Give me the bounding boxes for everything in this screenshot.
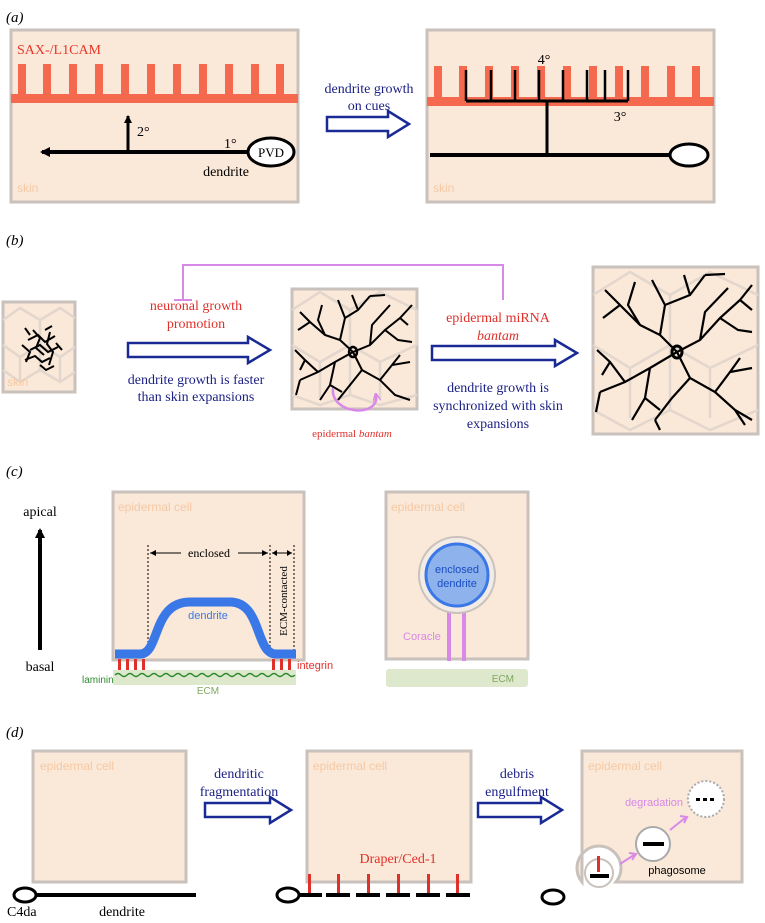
apical-label: apical bbox=[23, 505, 57, 520]
pvd-label: PVD bbox=[258, 145, 284, 160]
panel-d-label: (d) bbox=[6, 725, 24, 741]
ecm-bar-left bbox=[113, 670, 296, 685]
enclosed-dendrite-label-2: dendrite bbox=[437, 578, 477, 590]
dendrite-c bbox=[115, 597, 296, 659]
faster-text-2: than skin expansions bbox=[138, 390, 255, 405]
ecm-label-left: ECM bbox=[197, 686, 219, 697]
arrow-text-a-2: on cues bbox=[348, 99, 390, 114]
promo-text-1: neuronal growth bbox=[150, 299, 242, 314]
mirna-text-1: epidermal miRNA bbox=[446, 311, 551, 326]
panel-d: (d) epidermal cell C4da dendrite dendrit… bbox=[6, 725, 744, 920]
panel-a: (a) SAX-/L1CAM 2° 1° PVD dendrite skin d… bbox=[6, 10, 716, 204]
arrow-d1 bbox=[203, 794, 294, 826]
branch-2-label: 2° bbox=[137, 125, 150, 140]
sync-text-3: expansions bbox=[467, 417, 529, 432]
branch-3-label: 3° bbox=[614, 110, 627, 125]
coracle-label: Coracle bbox=[403, 631, 441, 643]
basal-label: basal bbox=[26, 660, 55, 675]
engulf-text-2: engulfment bbox=[485, 785, 549, 800]
panel-c: (c) apical basal epidermal cell enclosed… bbox=[6, 464, 530, 697]
epidermal-cell-label-d3: epidermal cell bbox=[588, 759, 662, 773]
arrow-to-phagosome bbox=[619, 852, 638, 865]
draper-d3 bbox=[597, 856, 600, 872]
promo-text-2: promotion bbox=[167, 317, 225, 332]
frag-text-1: dendritic bbox=[214, 767, 264, 782]
panel-b: (b) skin neuronal growth promotion dendr… bbox=[1, 233, 760, 440]
sax-comb-left bbox=[11, 64, 298, 103]
epidermal-bantam-label: epidermal bantam bbox=[312, 428, 392, 440]
skin-box-left bbox=[9, 28, 300, 204]
degradation-label: degradation bbox=[625, 797, 683, 809]
sax-label: SAX-/L1CAM bbox=[17, 43, 102, 58]
dendrite-fragments bbox=[298, 893, 470, 897]
c4da-label: C4da bbox=[7, 905, 37, 920]
epidermal-cell-d1 bbox=[31, 749, 188, 884]
c4da-cell-body bbox=[12, 886, 38, 904]
fragment-in-phagosome bbox=[643, 842, 664, 846]
arrow-b1 bbox=[126, 334, 273, 366]
epidermal-cell-label-d2: epidermal cell bbox=[313, 759, 387, 773]
dendrite-label-a: dendrite bbox=[203, 165, 249, 180]
ecm-label-right: ECM bbox=[492, 674, 514, 685]
epidermal-cell-c-left bbox=[111, 490, 306, 662]
skin-label-b: skin bbox=[7, 375, 28, 389]
skin-box-right bbox=[425, 28, 716, 204]
coracle-right bbox=[462, 605, 466, 661]
frag-text-2: fragmentation bbox=[200, 785, 279, 800]
epidermal-cell-label-c-left: epidermal cell bbox=[118, 500, 192, 514]
ecm-contacted-arrowheads bbox=[272, 550, 292, 556]
faster-text-1: dendrite growth is faster bbox=[128, 373, 265, 388]
cell-body-d2 bbox=[275, 886, 301, 904]
dendrite-label-c: dendrite bbox=[188, 610, 228, 622]
skin-box-small: skin bbox=[1, 300, 77, 394]
enclosed-dendrite-label-1: enclosed bbox=[435, 564, 479, 576]
sync-text-1: dendrite growth is bbox=[447, 381, 549, 396]
branch-4-label: 4° bbox=[538, 53, 551, 68]
epidermal-cell-label-c-right: epidermal cell bbox=[391, 500, 465, 514]
panel-c-label: (c) bbox=[6, 464, 23, 480]
engulf-text-1: debris bbox=[500, 767, 534, 782]
laminin-label: laminin bbox=[82, 675, 114, 686]
arrow-b2 bbox=[430, 337, 580, 369]
draper-receptors bbox=[308, 874, 459, 894]
inhibition-bracket bbox=[182, 264, 504, 300]
enclosed-dendrite bbox=[424, 542, 490, 608]
degraded-fragments bbox=[696, 798, 714, 801]
panel-b-label: (b) bbox=[6, 233, 24, 249]
arrow-a bbox=[325, 108, 412, 140]
fragment-engulfed bbox=[590, 874, 609, 878]
dendrite-label-d: dendrite bbox=[99, 905, 145, 920]
skin-box-large bbox=[591, 265, 760, 436]
enclosed-label-bg bbox=[181, 545, 238, 560]
cell-body-right bbox=[668, 142, 710, 168]
draper-label: Draper/Ced-1 bbox=[360, 852, 437, 867]
arrow-d2 bbox=[476, 794, 565, 826]
integrin-marks bbox=[118, 659, 291, 670]
phagosome-label: phagosome bbox=[648, 865, 706, 877]
integrin-label: integrin bbox=[297, 660, 333, 672]
laminin-wave bbox=[114, 672, 296, 678]
dendrite-tree-right bbox=[430, 70, 674, 157]
enclosed-label: enclosed bbox=[188, 546, 230, 560]
arrow-text-a-1: dendrite growth bbox=[324, 82, 413, 97]
skin-box-medium bbox=[290, 287, 419, 412]
epidermal-cell-d2 bbox=[305, 749, 473, 884]
epidermal-cell-label-d1: epidermal cell bbox=[40, 759, 114, 773]
ecm-bar-right bbox=[386, 669, 528, 687]
cell-body-d3 bbox=[540, 888, 566, 906]
coracle-left bbox=[447, 605, 451, 661]
arrow-to-degradation bbox=[669, 815, 689, 831]
skin-label-left: skin bbox=[17, 181, 38, 195]
panel-a-label: (a) bbox=[6, 10, 24, 26]
ecm-contacted-label: ECM-contacted bbox=[278, 566, 290, 636]
skin-label-right: skin bbox=[433, 181, 454, 195]
mirna-text-2: bantam bbox=[477, 329, 519, 344]
branch-1-label: 1° bbox=[224, 137, 237, 152]
pvd-cell-body bbox=[246, 136, 296, 168]
sync-text-2: synchronized with skin bbox=[433, 399, 563, 414]
